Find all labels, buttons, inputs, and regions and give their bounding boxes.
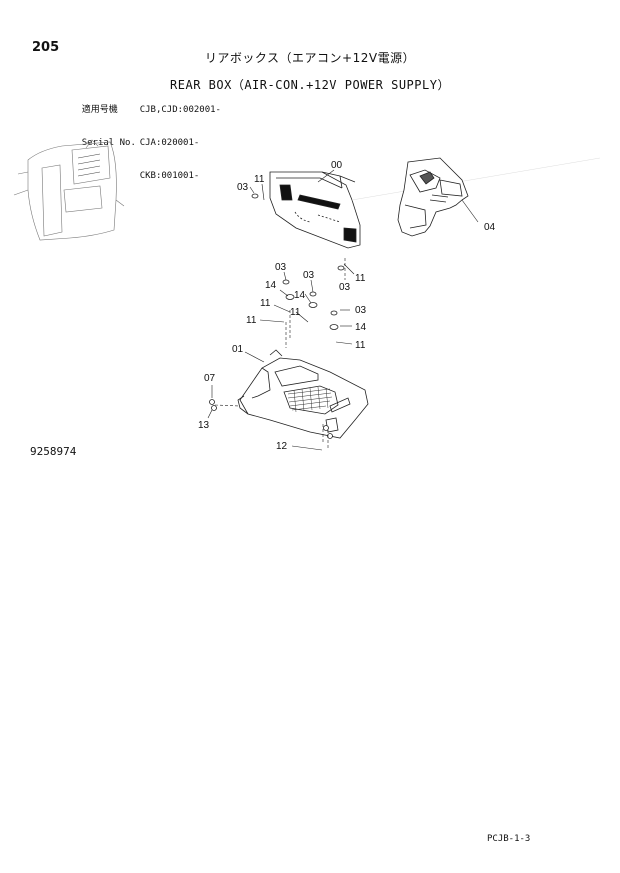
title-japanese: リアボックス（エアコン+12V電源）: [204, 51, 416, 65]
callout-14: 14: [265, 280, 277, 291]
part-00-rear-cover: [269, 157, 601, 249]
leader-lines: [207, 169, 479, 451]
callout-11: 11: [246, 315, 257, 326]
fasteners: [209, 193, 345, 439]
page-code: PCJB-1-3: [487, 834, 531, 844]
callout-11: 11: [355, 340, 366, 351]
fastener-03-d: [337, 265, 345, 271]
part-01-rear-box-body: [237, 349, 369, 439]
callout-14: 14: [355, 322, 367, 333]
callout-00: 00: [331, 160, 343, 171]
callout-11: 11: [355, 273, 366, 284]
serial-label: 適用号機: [81, 105, 118, 115]
callout-03: 03: [237, 182, 249, 193]
washer-14-b: [308, 302, 318, 308]
machine-outline-sketch: [13, 139, 125, 241]
page-number: 205: [32, 40, 60, 55]
serial-value: CJB,CJD:002001-: [139, 105, 221, 115]
vent-holes: [287, 386, 333, 413]
callout-13: 13: [198, 420, 210, 431]
serial-value: CJA:020001-: [139, 138, 200, 148]
callout-03: 03: [303, 270, 315, 281]
fastener-03-c: [309, 291, 317, 297]
callout-01: 01: [232, 344, 244, 355]
serial-row: CKB:001001-: [60, 160, 221, 193]
callout-14: 14: [294, 290, 306, 301]
callout-03: 03: [275, 262, 287, 273]
title-english: REAR BOX（AIR-CON.+12V POWER SUPPLY）: [170, 78, 450, 92]
callout-11: 11: [260, 298, 271, 309]
callout-11: 11: [290, 307, 301, 318]
callout-03: 03: [355, 305, 367, 316]
serial-value: CKB:001001-: [139, 171, 200, 181]
callout-07: 07: [204, 373, 216, 384]
callout-04: 04: [484, 222, 496, 233]
callout-03: 03: [339, 282, 351, 293]
clip-07: [209, 399, 215, 405]
clip-13: [211, 405, 217, 411]
serial-row: 適用号機 CJB,CJD:002001-: [60, 94, 221, 127]
drawing-number: 9258974: [30, 445, 77, 458]
part-04-bracket: [397, 157, 469, 237]
washer-14-c: [329, 324, 339, 330]
callout-12: 12: [276, 441, 288, 452]
fastener-03-a: [251, 193, 259, 199]
callout-labels: 03 11 00 04 03 03 03 11 14 14 11 11 03 1…: [198, 160, 496, 452]
fastener-03-e: [330, 310, 338, 316]
fastener-03-b: [282, 279, 290, 285]
callout-11: 11: [254, 174, 265, 185]
